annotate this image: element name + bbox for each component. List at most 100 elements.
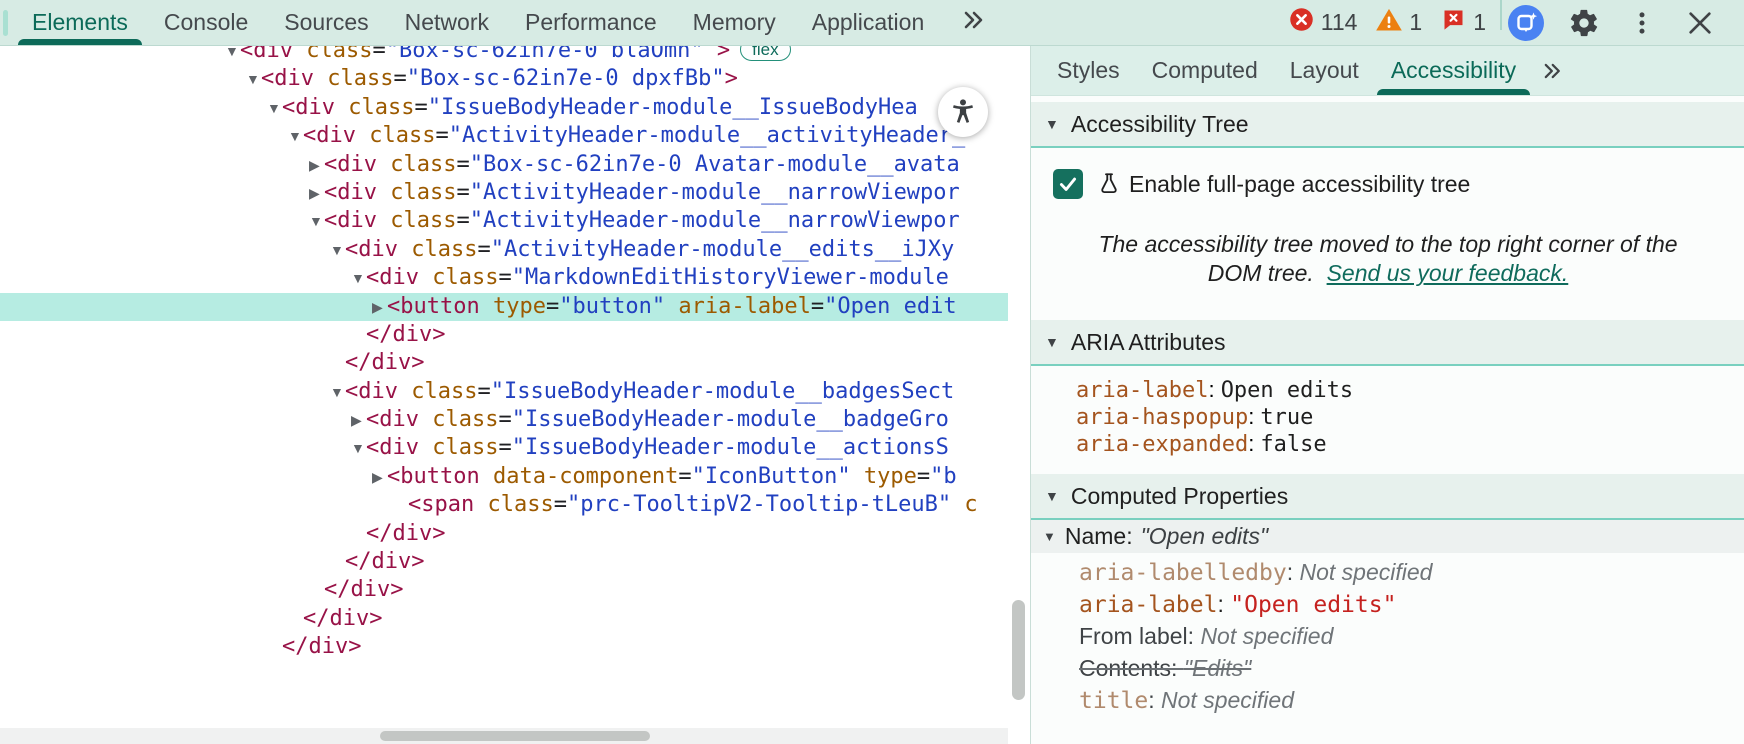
sidebar-tab-accessibility[interactable]: Accessibility [1375, 46, 1532, 95]
dom-tree-row[interactable]: </div> [303, 605, 383, 631]
aria-attribute-row: aria-expanded: false [1076, 431, 1327, 457]
twisty-expanded-icon[interactable]: ▼ [330, 241, 344, 258]
twisty-expanded-icon[interactable]: ▼ [288, 128, 302, 145]
computed-property-row: aria-label: "Open edits" [1079, 591, 1397, 618]
enable-accessibility-tree-checkbox[interactable] [1053, 169, 1083, 199]
aria-attribute-row: aria-label: Open edits [1076, 377, 1354, 403]
twisty-collapsed-icon[interactable]: ▶ [372, 468, 383, 485]
computed-name-label: Name: [1064, 523, 1133, 549]
section-title: Computed Properties [1070, 482, 1289, 509]
experiment-beaker-icon [1096, 171, 1122, 197]
more-options-menu-icon[interactable] [1622, 3, 1662, 43]
toolbar-divider [1500, 0, 1502, 30]
tab-console[interactable]: Console [163, 9, 249, 35]
issues-icon [1440, 6, 1467, 39]
dom-tree-row[interactable]: </div> [366, 321, 446, 347]
dom-tree-horizontal-scrollbar[interactable] [0, 728, 1008, 744]
twisty-expanded-icon[interactable]: ▼ [246, 71, 260, 88]
accessibility-person-icon[interactable] [938, 87, 988, 137]
section-expand-icon: ▼ [1045, 116, 1059, 132]
sidebar-more-tabs-icon[interactable] [1538, 46, 1564, 95]
devtools-main-toolbar: Elements Console Sources Network Performance… [0, 0, 1744, 46]
aria-attributes-section-header[interactable]: ▼ ARIA Attributes [1031, 320, 1744, 366]
error-count: 114 [1320, 9, 1358, 35]
twisty-collapsed-icon[interactable]: ▶ [309, 156, 320, 173]
settings-gear-icon[interactable] [1564, 3, 1604, 43]
issues-count: 1 [1473, 9, 1486, 35]
dom-tree-row[interactable]: </div> [366, 520, 446, 546]
sidebar-tab-layout[interactable]: Layout [1289, 57, 1359, 83]
tab-network[interactable]: Network [404, 9, 489, 35]
accessibility-tree-section-header[interactable]: ▼ Accessibility Tree [1031, 102, 1744, 148]
dom-tree-row[interactable]: ▶<button data-component="IconButton" typ… [0, 463, 1008, 491]
issues-count-badge[interactable]: 1 [1440, 6, 1486, 39]
sidebar-tab-styles[interactable]: Styles [1057, 57, 1120, 83]
close-devtools-icon[interactable] [1680, 3, 1720, 43]
dom-tree-row[interactable]: ▶<div class="Box-sc-62in7e-0 Avatar-modu… [0, 151, 1008, 179]
dom-tree-row[interactable]: ▼<div class="Box-sc-62in7e-0 dpxfBb"> [0, 65, 1008, 93]
elements-sidebar-panel: Styles Computed Layout Accessibility ▼ Acce… [1030, 46, 1744, 744]
dom-tree-vertical-scrollbar[interactable] [1008, 46, 1029, 728]
more-tabs-icon[interactable] [952, 0, 992, 40]
dom-tree-row[interactable]: ▼<div class="IssueBodyHeader-module__act… [0, 434, 1008, 462]
elements-dom-tree-panel: ▼<div class="Box-sc-62in7e-0 blaOmh" >fl… [0, 46, 1008, 744]
dom-tree-row[interactable]: ▼<div class="ActivityHeader-module__acti… [0, 122, 1008, 150]
dom-tree-row[interactable]: </div> [324, 577, 404, 603]
dom-tree-row[interactable]: ▼<div class="Box-sc-62in7e-0 blaOmh" >fl… [0, 46, 1008, 65]
error-count-badge[interactable]: 114 [1288, 6, 1358, 39]
twisty-collapsed-icon[interactable]: ▶ [309, 184, 320, 201]
tab-application[interactable]: Application [811, 9, 925, 35]
twisty-expanded-icon[interactable]: ▼ [309, 213, 323, 230]
computed-property-row: aria-labelledby: Not specified [1079, 559, 1433, 586]
tab-elements[interactable]: Elements [14, 0, 146, 45]
computed-property-row: From label: Not specified [1079, 623, 1334, 649]
computed-name-value: "Open edits" [1140, 523, 1269, 549]
vertical-scrollbar-thumb[interactable] [1012, 600, 1025, 700]
error-icon [1288, 6, 1315, 39]
tab-memory[interactable]: Memory [692, 9, 776, 35]
dom-tree-row[interactable]: </div> [345, 549, 425, 575]
flex-layout-badge[interactable]: flex [740, 46, 791, 61]
dom-tree-row[interactable]: </div> [345, 350, 425, 376]
dom-tree-row[interactable]: </div> [282, 634, 362, 660]
tab-performance[interactable]: Performance [525, 9, 657, 35]
name-expand-icon[interactable]: ▼ [1043, 529, 1056, 544]
dom-tree-row[interactable]: <span class="prc-TooltipV2-Tooltip-tLeuB… [408, 492, 978, 518]
enable-accessibility-tree-label[interactable]: Enable full-page accessibility tree [1129, 170, 1471, 197]
tabstrip-scroll-indicator [3, 10, 8, 36]
section-title: ARIA Attributes [1070, 328, 1226, 355]
dom-tree-row[interactable]: ▼<div class="IssueBodyHeader-module__Iss… [0, 94, 1008, 122]
sidebar-tab-computed[interactable]: Computed [1151, 57, 1258, 83]
dom-tree-row[interactable]: ▶<div class="ActivityHeader-module__narr… [0, 179, 1008, 207]
dom-tree-row[interactable]: ▶<div class="IssueBodyHeader-module__bad… [0, 406, 1008, 434]
ai-assistant-button[interactable] [1506, 3, 1546, 43]
section-expand-icon: ▼ [1045, 488, 1059, 504]
dom-tree-row[interactable]: ▼<div class="MarkdownEditHistoryViewer-m… [0, 264, 1008, 292]
warning-icon [1375, 6, 1403, 40]
dom-tree-row[interactable]: ▶<button type="button" aria-label="Open … [0, 292, 1008, 321]
dom-tree-row[interactable]: ▼<div class="IssueBodyHeader-module__bad… [0, 378, 1008, 406]
computed-name-row[interactable]: ▼ Name: "Open edits" [1031, 520, 1744, 553]
computed-properties-section-header[interactable]: ▼ Computed Properties [1031, 474, 1744, 520]
twisty-expanded-icon[interactable]: ▼ [351, 270, 365, 287]
computed-property-row: Contents: "Edits" [1079, 655, 1252, 681]
send-feedback-link[interactable]: Send us your feedback. [1326, 260, 1569, 286]
twisty-expanded-icon[interactable]: ▼ [330, 383, 344, 400]
section-expand-icon: ▼ [1045, 334, 1059, 350]
twisty-expanded-icon[interactable]: ▼ [225, 46, 239, 59]
computed-property-row: title: Not specified [1079, 687, 1294, 714]
aria-attribute-row: aria-haspopup: true [1076, 404, 1314, 430]
twisty-collapsed-icon[interactable]: ▶ [372, 298, 383, 315]
dom-tree-row[interactable]: ▼<div class="ActivityHeader-module__edit… [0, 236, 1008, 264]
horizontal-scrollbar-thumb[interactable] [380, 731, 650, 741]
warning-count: 1 [1409, 9, 1423, 35]
warning-count-badge[interactable]: 1 [1375, 6, 1422, 40]
twisty-expanded-icon[interactable]: ▼ [351, 440, 365, 457]
dom-tree-row[interactable]: ▼<div class="ActivityHeader-module__narr… [0, 207, 1008, 235]
tab-sources[interactable]: Sources [284, 9, 369, 35]
twisty-collapsed-icon[interactable]: ▶ [351, 412, 362, 429]
twisty-expanded-icon[interactable]: ▼ [267, 99, 281, 116]
accessibility-tree-notice: The accessibility tree moved to the top … [1098, 231, 1678, 286]
section-title: Accessibility Tree [1070, 110, 1249, 137]
